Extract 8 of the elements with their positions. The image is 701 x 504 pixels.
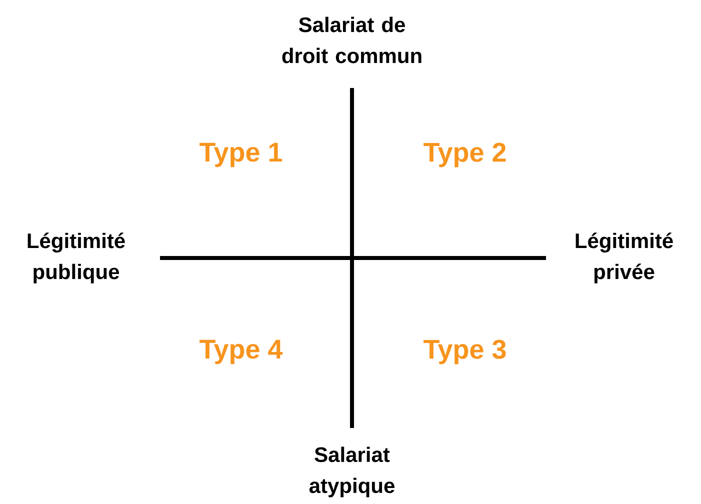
quadrant-label: Type 4 (200, 340, 283, 364)
axis-pole-label: Salariat de droit commun (282, 16, 422, 64)
axis-pole-label: Légitimité publique (28, 232, 125, 284)
axis-pole-label: Salariat atypique (309, 446, 394, 498)
quadrant-label: Type 3 (424, 340, 506, 364)
quadrant-label: Type 1 (200, 142, 282, 168)
quadrant-label: Type 2 (424, 142, 506, 168)
axis-pole-label: Légitimité privée (576, 232, 673, 284)
